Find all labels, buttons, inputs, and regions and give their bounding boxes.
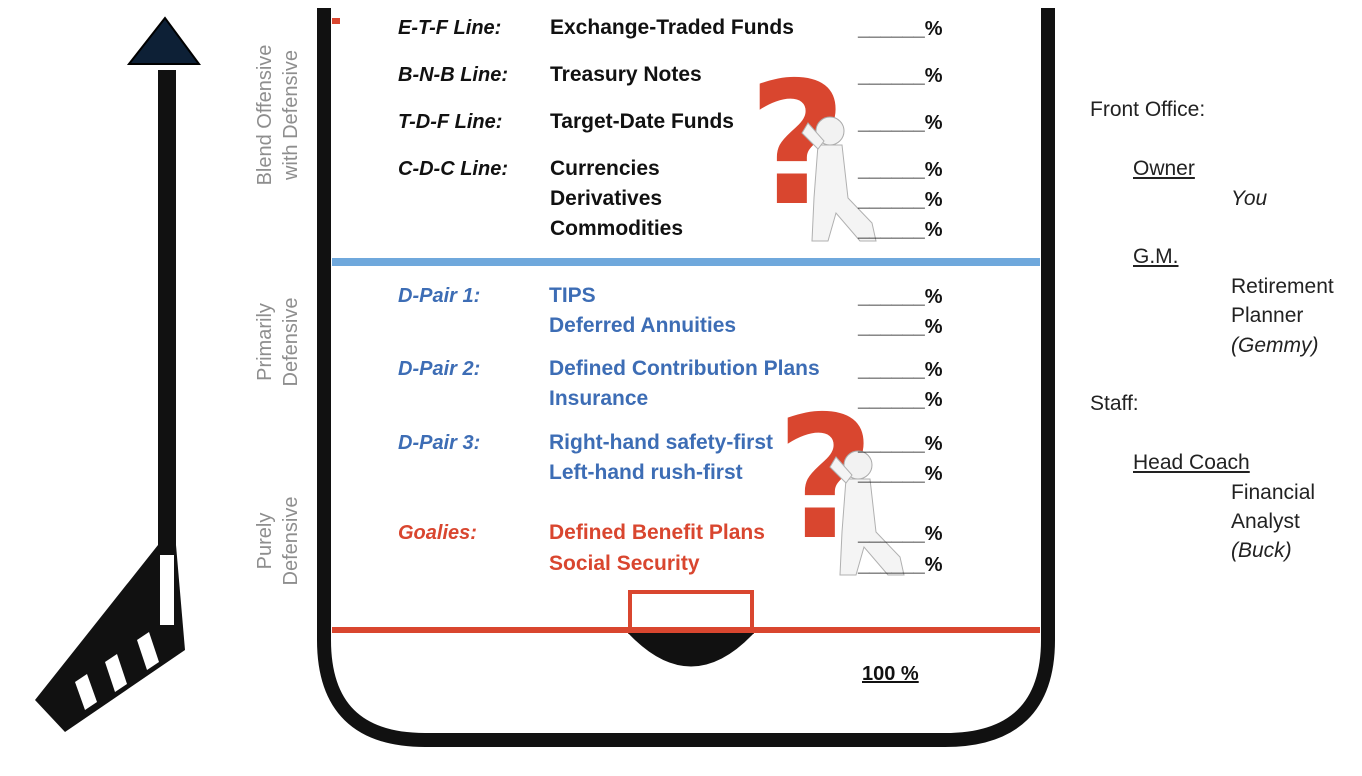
pct-blank: ______% xyxy=(858,316,943,339)
defense-item-deferred-annuities: Deferred Annuities xyxy=(549,314,736,338)
defense-label-pair1: D-Pair 1: xyxy=(398,285,480,308)
defense-item-insurance: Insurance xyxy=(549,387,648,411)
blue-line xyxy=(332,258,1040,266)
pct-blank: ______% xyxy=(858,463,943,486)
pct-blank: ______% xyxy=(858,389,943,412)
offense-item-currencies: Currencies xyxy=(550,157,660,181)
pct-blank: ______% xyxy=(858,554,943,577)
goalies-label: Goalies: xyxy=(398,522,477,545)
owner-name: You xyxy=(1231,187,1267,211)
goal-net xyxy=(630,592,752,632)
offense-item-tdf: Target-Date Funds xyxy=(550,110,734,134)
pct-blank: ______% xyxy=(858,112,943,135)
defense-item-right-hand: Right-hand safety-first xyxy=(549,431,773,455)
defense-label-pair3: D-Pair 3: xyxy=(398,432,480,455)
coach-name: (Buck) xyxy=(1231,539,1292,563)
hockey-stick-arrow xyxy=(25,10,205,750)
pct-blank: ______% xyxy=(858,219,943,242)
pct-blank: ______% xyxy=(858,18,943,41)
staff-heading: Staff: xyxy=(1090,392,1139,416)
owner-title: Owner xyxy=(1133,157,1195,181)
side-label-blend: Blend Offensive with Defensive xyxy=(252,45,304,186)
front-office-heading: Front Office: xyxy=(1090,98,1205,122)
arrow-head-icon xyxy=(129,18,199,64)
defense-item-tips: TIPS xyxy=(549,284,596,308)
offense-label-bnb: B-N-B Line: xyxy=(398,64,508,87)
stick-shaft xyxy=(158,70,176,550)
offense-label-cdc: C-D-C Line: xyxy=(398,158,508,181)
pct-blank: ______% xyxy=(858,159,943,182)
total-percent: 100 % xyxy=(862,663,919,686)
gm-role-line2: Planner xyxy=(1231,304,1303,328)
offense-item-bnb: Treasury Notes xyxy=(550,63,702,87)
pct-blank: ______% xyxy=(858,286,943,309)
goalie-item-social-security: Social Security xyxy=(549,552,700,576)
pct-blank: ______% xyxy=(858,523,943,546)
gm-role-line1: Retirement xyxy=(1231,275,1334,299)
goalie-item-db-plans: Defined Benefit Plans xyxy=(549,521,765,545)
offense-label-etf: E-T-F Line: xyxy=(398,17,501,40)
defense-label-pair2: D-Pair 2: xyxy=(398,358,480,381)
coach-title: Head Coach xyxy=(1133,451,1250,475)
gm-name: (Gemmy) xyxy=(1231,334,1319,358)
defense-item-dc-plans: Defined Contribution Plans xyxy=(549,357,820,381)
defense-item-left-hand: Left-hand rush-first xyxy=(549,461,743,485)
gm-title: G.M. xyxy=(1133,245,1179,269)
coach-role-line1: Financial xyxy=(1231,481,1315,505)
pct-blank: ______% xyxy=(858,65,943,88)
side-label-primarily: Primarily Defensive xyxy=(252,298,304,387)
side-label-purely: Purely Defensive xyxy=(252,497,304,586)
offense-item-etf: Exchange-Traded Funds xyxy=(550,16,794,40)
offense-label-tdf: T-D-F Line: xyxy=(398,111,502,134)
coach-role-line2: Analyst xyxy=(1231,510,1300,534)
pct-blank: ______% xyxy=(858,433,943,456)
offense-item-derivatives: Derivatives xyxy=(550,187,662,211)
pct-blank: ______% xyxy=(858,189,943,212)
pct-blank: ______% xyxy=(858,359,943,382)
offense-item-commodities: Commodities xyxy=(550,217,683,241)
goal-crease xyxy=(628,633,754,667)
